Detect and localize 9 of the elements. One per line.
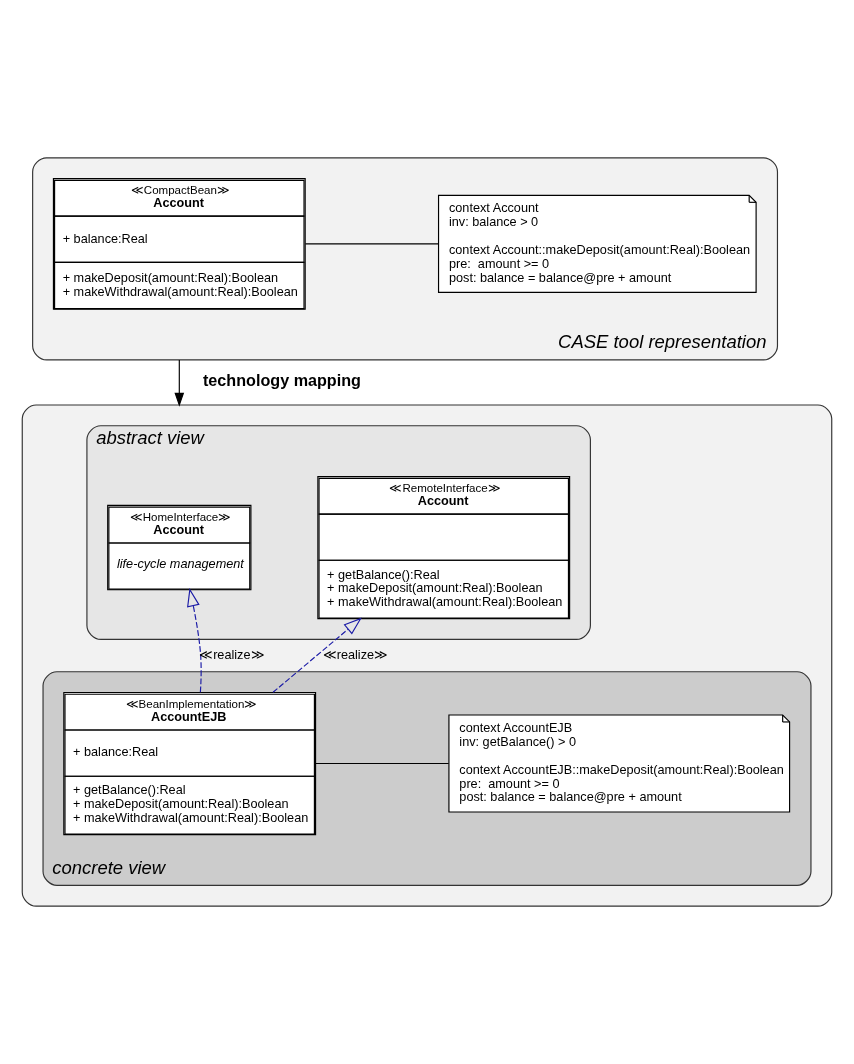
edge-label: ≪realize≫ <box>322 647 389 662</box>
cluster <box>21 404 833 907</box>
connector <box>315 762 450 765</box>
connector <box>304 243 439 245</box>
edge-label: ≪realize≫ <box>199 647 265 662</box>
edge-label: technology mapping <box>202 371 361 390</box>
arrow <box>174 359 185 407</box>
arrow <box>272 617 362 693</box>
arrow <box>187 588 202 693</box>
